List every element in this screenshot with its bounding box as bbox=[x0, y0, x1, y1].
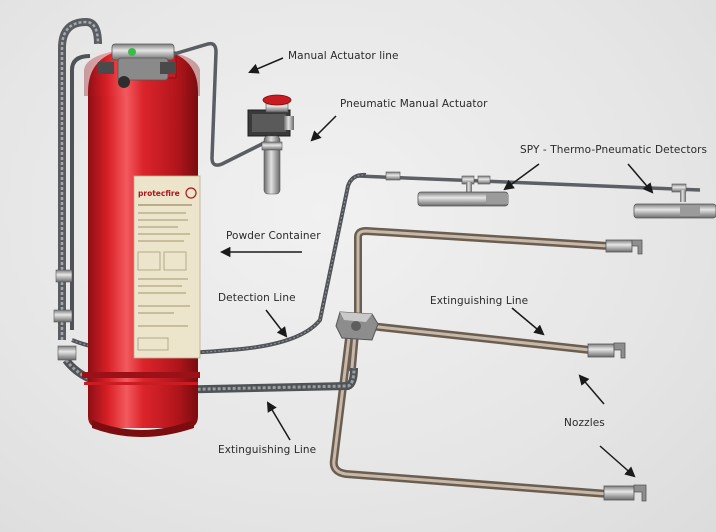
label-manual-actuator-line: Manual Actuator line bbox=[288, 50, 399, 62]
arrow-detection-line bbox=[265, 309, 288, 338]
arrow-extinguishing-line-left bbox=[266, 401, 291, 441]
powder-container: protecfire bbox=[82, 48, 201, 437]
label-nozzles: Nozzles bbox=[564, 417, 605, 429]
pneumatic-manual-actuator bbox=[247, 94, 294, 195]
arrow-pneumatic-manual-actuator bbox=[310, 115, 337, 142]
label-extinguishing-line-right: Extinguishing Line bbox=[430, 295, 529, 307]
arrow-nozzles-up bbox=[578, 374, 605, 405]
container-brand: protecfire bbox=[138, 189, 180, 198]
arrow-spy-detector-2 bbox=[627, 163, 654, 194]
label-extinguishing-line-left: Extinguishing Line bbox=[218, 444, 317, 456]
arrow-spy-detector-1 bbox=[503, 163, 540, 191]
manual-actuator-line bbox=[173, 41, 267, 167]
label-pneumatic-manual-actuator: Pneumatic Manual Actuator bbox=[340, 98, 488, 110]
extinguishing-pipe-network bbox=[329, 227, 612, 498]
valve-head bbox=[98, 43, 176, 88]
thermo-detector-2 bbox=[633, 203, 716, 219]
callout-arrows bbox=[219, 57, 654, 478]
nozzle-bottom bbox=[603, 484, 647, 502]
distribution-block bbox=[335, 311, 379, 341]
nozzle-middle bbox=[587, 342, 626, 359]
thermo-detector-1 bbox=[417, 191, 509, 207]
cylinder-side-pipe bbox=[53, 17, 102, 361]
arrow-extinguishing-line-right bbox=[511, 307, 545, 336]
nozzle-top bbox=[605, 239, 643, 255]
label-spy-detectors: SPY - Thermo-Pneumatic Detectors bbox=[520, 144, 708, 156]
arrow-nozzles-down bbox=[599, 445, 636, 478]
arrow-manual-actuator-line bbox=[248, 57, 284, 74]
label-detection-line: Detection Line bbox=[218, 292, 296, 304]
label-powder-container: Powder Container bbox=[226, 230, 321, 242]
container-label-panel: protecfire bbox=[133, 175, 201, 359]
